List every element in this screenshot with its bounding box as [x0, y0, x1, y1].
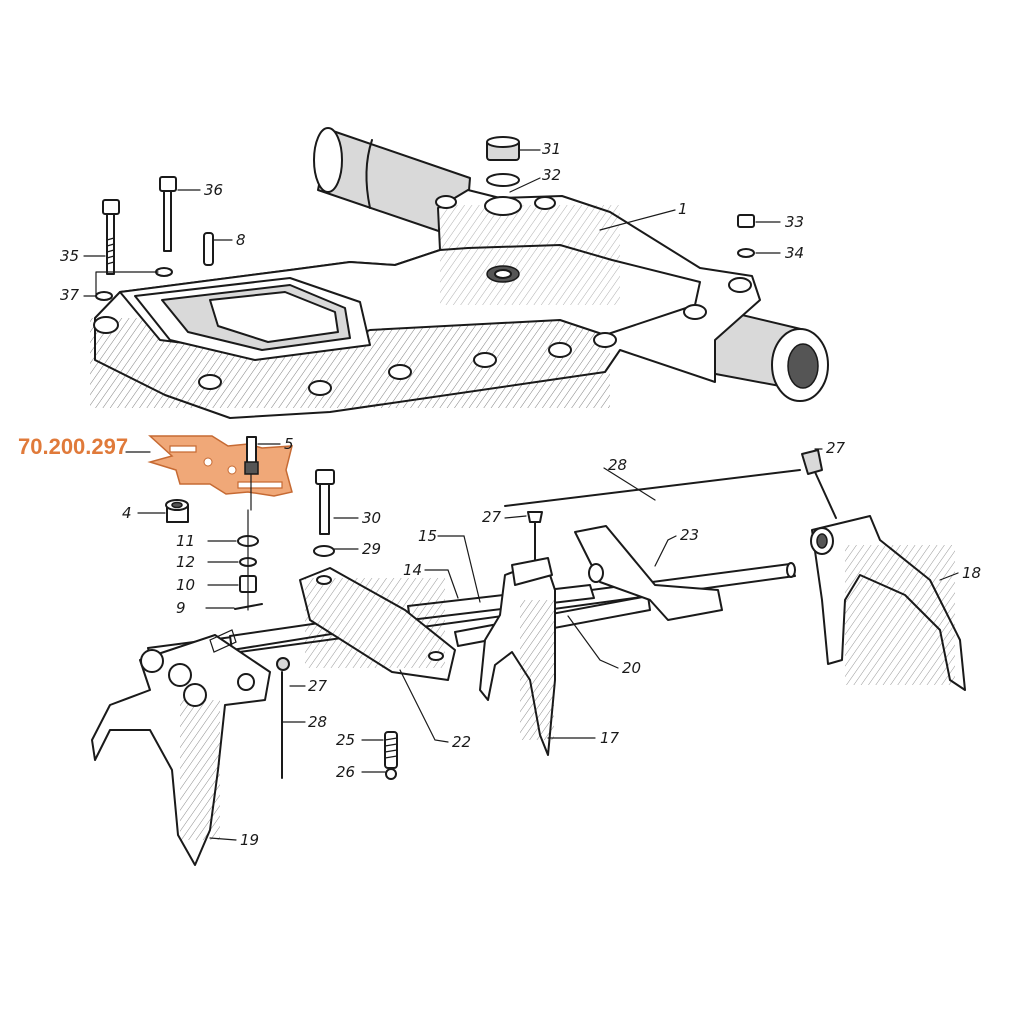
nut-33-washer-34	[737, 214, 755, 258]
callout-37: 37	[60, 286, 80, 304]
selector-block-22	[299, 567, 456, 681]
callout-28-top: 28	[608, 456, 628, 474]
bolt-35	[102, 199, 120, 275]
spring-pin-5	[244, 436, 259, 511]
washers-nut-11-12-10-9	[234, 509, 263, 611]
screws-27	[276, 449, 837, 671]
callout-34: 34	[785, 244, 805, 262]
callout-35: 35	[60, 247, 80, 265]
bolt-30-washer-29	[313, 469, 335, 557]
selector-rods-28	[281, 469, 801, 779]
callout-22: 22	[452, 733, 472, 751]
bolt-36	[159, 176, 177, 252]
shift-fork-19	[91, 629, 271, 866]
callout-27-center: 27	[482, 508, 502, 526]
callout-27-left: 27	[308, 677, 328, 695]
plug-31-washer-32	[486, 136, 520, 187]
shift-fork-17	[479, 557, 556, 756]
callout-27-right: 27	[826, 439, 846, 457]
bushing-4	[165, 499, 189, 523]
shift-fork-18	[810, 515, 966, 691]
callout-11: 11	[176, 532, 196, 550]
callout-25: 25	[336, 731, 356, 749]
callout-32: 32	[542, 166, 562, 184]
callout-9: 9	[176, 599, 186, 617]
callout-20: 20	[622, 659, 642, 677]
spring-25-ball-26	[384, 731, 398, 780]
callout-5: 5	[284, 435, 294, 453]
part-number-label: 70.200.297	[18, 434, 129, 459]
selector-finger-23	[574, 525, 723, 621]
leader-lines	[83, 149, 959, 841]
callout-31: 31	[542, 140, 562, 158]
callout-26: 26	[336, 763, 356, 781]
callout-36: 36	[204, 181, 224, 199]
callout-14: 14	[403, 561, 423, 579]
callout-28-left: 28	[308, 713, 328, 731]
callout-29: 29	[362, 540, 382, 558]
callout-19: 19	[240, 831, 260, 849]
callout-18: 18	[962, 564, 982, 582]
callout-1: 1	[678, 200, 688, 218]
callout-15: 15	[418, 527, 438, 545]
callout-33: 33	[785, 213, 805, 231]
callout-17: 17	[600, 729, 620, 747]
dowel-pin-8	[203, 232, 214, 266]
callout-10: 10	[176, 576, 196, 594]
callout-23: 23	[680, 526, 700, 544]
callout-30: 30	[362, 509, 382, 527]
callout-12: 12	[176, 553, 196, 571]
callout-8: 8	[236, 231, 246, 249]
callout-4: 4	[122, 504, 132, 522]
interlock-plate-highlighted	[147, 435, 293, 497]
gearbox-cover-housing	[90, 127, 829, 419]
